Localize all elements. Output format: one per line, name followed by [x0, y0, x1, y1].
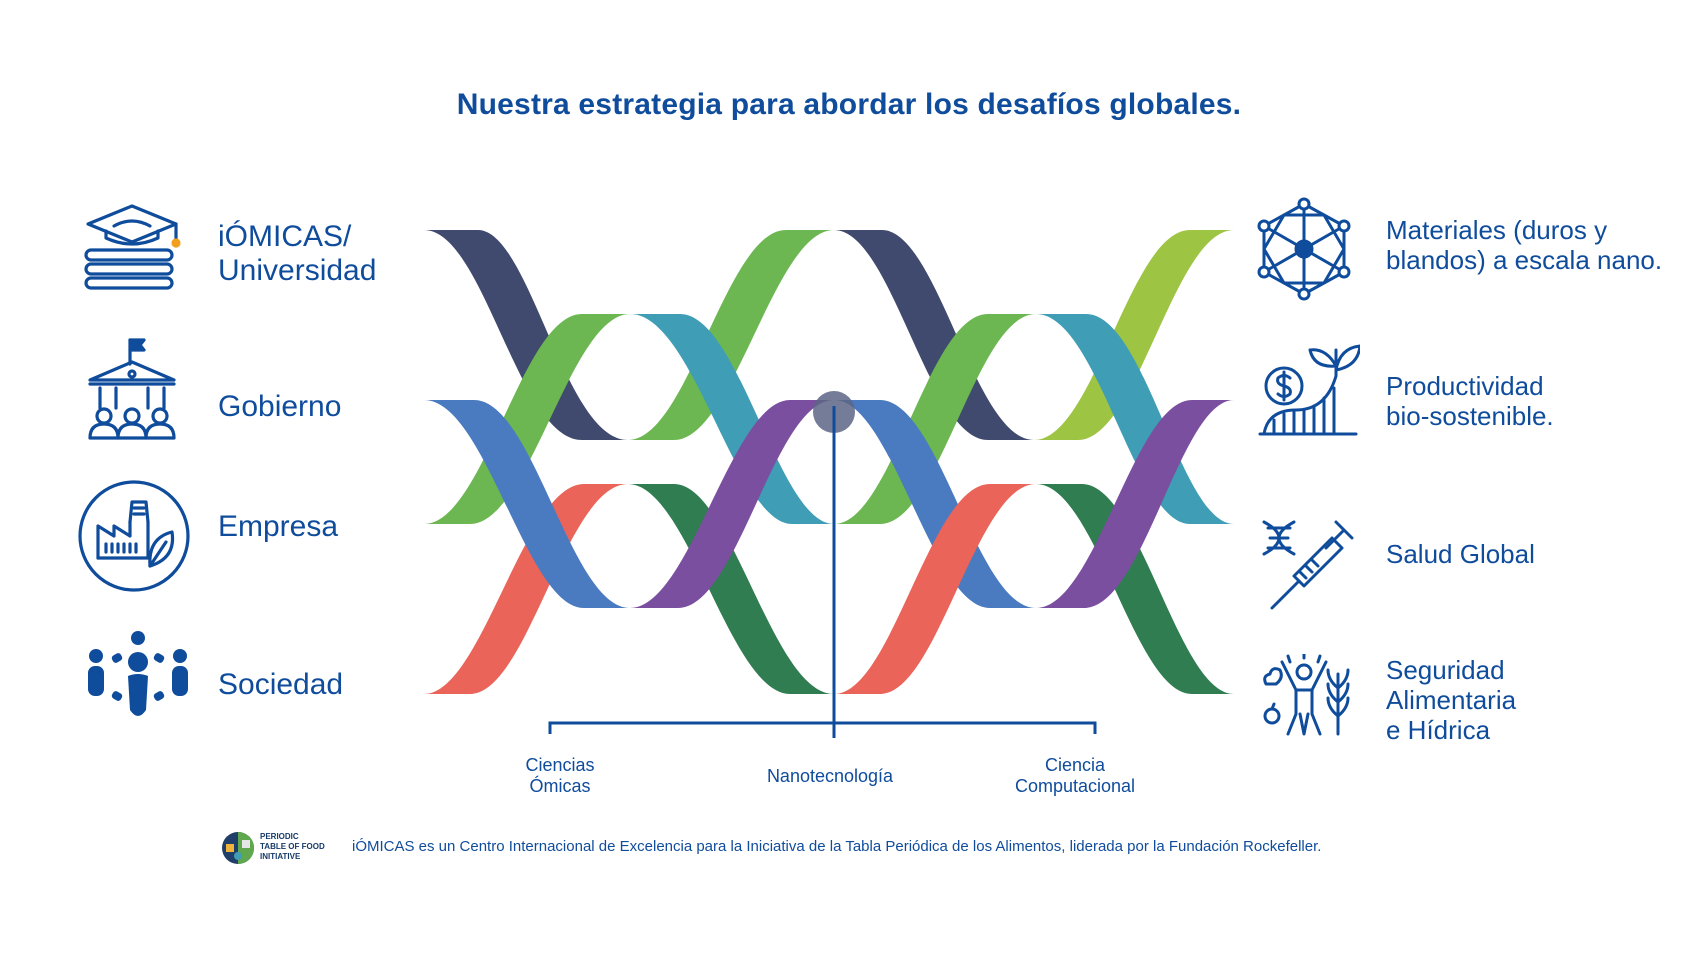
dna-syringe-icon [1262, 520, 1354, 610]
government-building-icon [88, 338, 176, 440]
helix-ribbon-green [628, 230, 834, 440]
helix-ribbon-navy [424, 230, 628, 440]
helix-ribbon-lime [1034, 230, 1234, 440]
helix-ribbon-blue [424, 400, 630, 608]
axis-label-ciencias-omicas: Ciencias Ómicas [525, 755, 595, 796]
actor-label-empresa: Empresa [218, 510, 339, 543]
goal-label-materiales: Materiales (duros y blandos) a escala na… [1386, 215, 1663, 275]
helix-ribbon-darkgreen [628, 484, 834, 694]
helix-ribbon-navy [834, 230, 1034, 440]
graduation-cap-stack-icon [84, 204, 181, 290]
helix-ribbon-teal [630, 314, 834, 524]
person-food-icon [1263, 654, 1350, 736]
helix-ribbon-blue [834, 400, 1036, 608]
goal-label-productividad: Productividad bio-sostenible. [1386, 371, 1554, 431]
axis-bracket [548, 721, 1097, 734]
axis-label-ciencia-computacional: Ciencia Computacional [1014, 755, 1136, 796]
actor-label-sociedad: Sociedad [218, 668, 344, 701]
helix-ribbon-red [834, 484, 1036, 694]
goal-label-salud: Salud Global [1386, 539, 1535, 569]
goal-label-seguridad: Seguridad Alimentaria e Hídrica [1386, 655, 1517, 745]
helix-ribbon-purple [630, 400, 834, 608]
axis-label-nanotecnologia: Nanotecnología [766, 766, 894, 786]
actor-label-gobierno: Gobierno [218, 390, 342, 423]
page-title: Nuestra estrategia para abordar los desa… [456, 88, 1242, 121]
helix-ribbon-green [834, 314, 1036, 524]
periodic-table-logo-icon [222, 832, 254, 864]
footer-note: iÓMICAS es un Centro Internacional de Ex… [352, 838, 1322, 855]
dollar-plant-growth-icon [1258, 344, 1360, 436]
actor-label-universidad: iÓMICAS/ Universidad [218, 220, 377, 287]
helix-ribbon-darkgreen [1036, 484, 1234, 694]
helix-ribbon-teal [1036, 314, 1234, 524]
helix-ribbon-green [424, 314, 630, 524]
nano-structure-icon [1257, 197, 1351, 301]
factory-leaf-icon [78, 480, 190, 592]
footer-logo-text: PERIODIC TABLE OF FOOD INITIATIVE [260, 832, 325, 861]
helix-ribbon-red [424, 484, 628, 694]
people-group-icon [88, 631, 188, 716]
helix-ribbon-purple [1036, 400, 1234, 608]
